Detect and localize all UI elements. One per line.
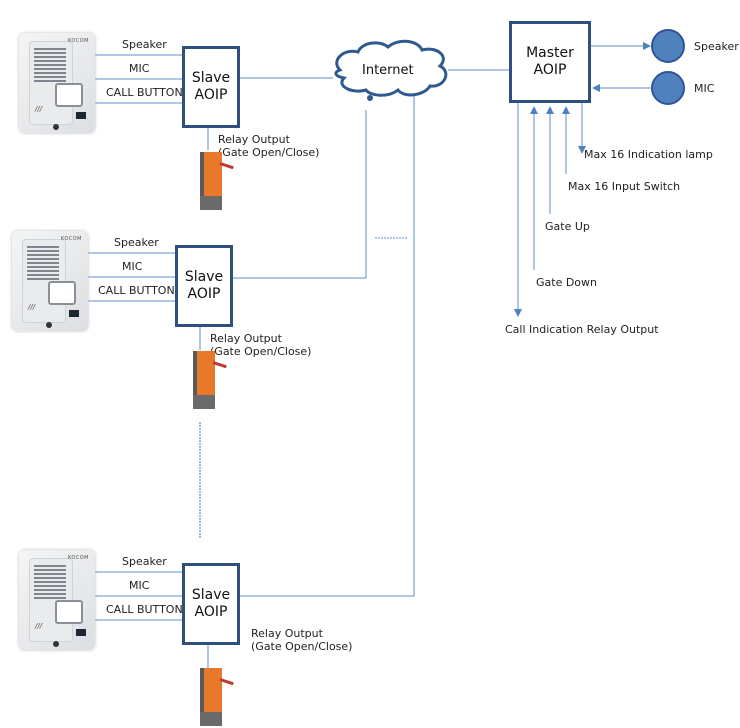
slave1-call-label: CALL BUTTON	[106, 86, 183, 99]
slave1-speaker-label: Speaker	[122, 38, 167, 51]
master-title-line2: AOIP	[533, 62, 567, 78]
slave3-title-line1: Slave	[191, 587, 231, 603]
slave2-speaker-label: Speaker	[114, 236, 159, 249]
master-aoip-box: Master AOIP	[509, 21, 591, 103]
slave3-speaker-label: Speaker	[122, 555, 167, 568]
intercom-device-3: KOCOM ///	[19, 550, 95, 650]
master-title-line1: Master	[526, 45, 574, 61]
io-label-input-switch: Max 16 Input Switch	[568, 180, 681, 193]
slave3-aoip-box: Slave AOIP	[182, 563, 240, 645]
slave1-title-line2: AOIP	[194, 87, 228, 103]
slave2-title-line2: AOIP	[187, 286, 221, 302]
intercom-device-2: KOCOM ///	[12, 231, 88, 331]
master-mic-label: MIC	[694, 82, 715, 95]
io-label-gate-up: Gate Up	[545, 220, 590, 233]
slave3-relay-label-1: Relay Output	[251, 627, 323, 640]
master-speaker-circle	[651, 29, 685, 63]
slave1-title-line1: Slave	[191, 70, 231, 86]
slave2-title-line1: Slave	[184, 269, 224, 285]
intercom-device-1: KOCOM ///	[19, 33, 95, 133]
gate-barrier-3	[200, 664, 234, 726]
slave3-call-label: CALL BUTTON	[106, 603, 183, 616]
intercom-brand: KOCOM	[60, 236, 82, 242]
slave2-internet-line	[232, 110, 367, 279]
slave2-aoip-box: Slave AOIP	[175, 245, 233, 327]
slave1-aoip-box: Slave AOIP	[182, 46, 240, 128]
intercom-brand: KOCOM	[67, 38, 89, 44]
gate-barrier-1	[200, 148, 234, 210]
internet-label: Internet	[362, 63, 414, 78]
io-label-gate-down: Gate Down	[536, 276, 598, 289]
slave3-relay-label-2: (Gate Open/Close)	[251, 640, 353, 653]
slave1-relay-label-1: Relay Output	[218, 133, 290, 146]
master-mic-circle	[651, 71, 685, 105]
slave2-relay-label-2: (Gate Open/Close)	[210, 345, 312, 358]
slave3-mic-label: MIC	[129, 579, 150, 592]
gate-barrier-2	[193, 347, 227, 409]
slave2-relay-label-1: Relay Output	[210, 332, 282, 345]
master-speaker-label: Speaker	[694, 40, 739, 53]
intercom-brand: KOCOM	[67, 555, 89, 561]
slave3-title-line2: AOIP	[194, 604, 228, 620]
slave1-relay-label-2: (Gate Open/Close)	[218, 146, 320, 159]
slave3-internet-line	[239, 92, 415, 597]
slave2-call-label: CALL BUTTON	[98, 284, 175, 297]
slave2-mic-label: MIC	[122, 260, 143, 273]
io-label-indication-lamp: Max 16 Indication lamp	[584, 148, 713, 161]
intercom-call-button	[48, 281, 76, 305]
slave1-mic-label: MIC	[129, 62, 150, 75]
intercom-call-button	[55, 600, 83, 624]
internet-cloud	[334, 39, 448, 101]
intercom-call-button	[55, 83, 83, 107]
io-label-call-indication: Call Indication Relay Output	[505, 323, 659, 336]
